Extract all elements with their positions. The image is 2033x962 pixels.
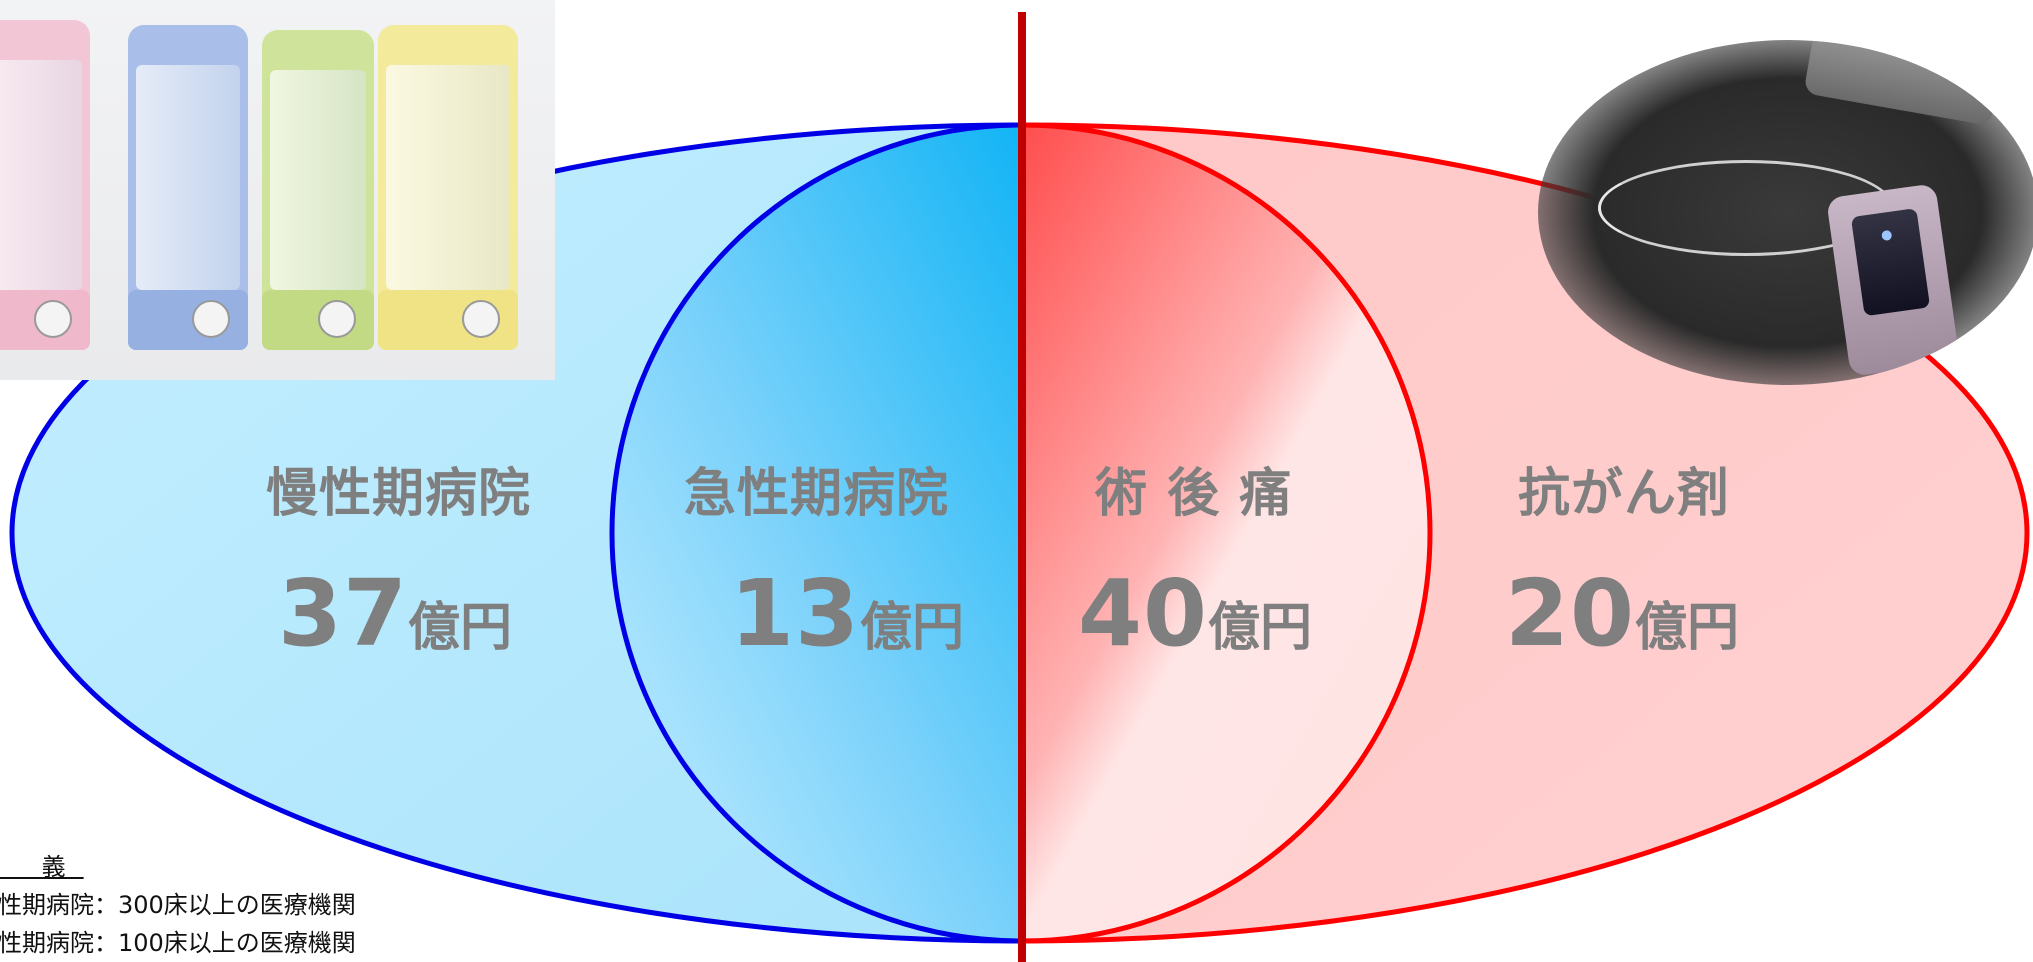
- postop-outline: [1021, 122, 1433, 944]
- postop-unit: 億円: [1208, 598, 1313, 658]
- acute-title: 急性期病院: [684, 464, 950, 524]
- postop-title: 術 後 痛: [1095, 464, 1293, 524]
- chronic-amount: 37: [278, 560, 409, 667]
- device-body-image: [1826, 183, 1960, 377]
- anticancer-value: 20億円: [1505, 568, 1739, 660]
- anticancer-amount: 20: [1505, 560, 1636, 667]
- portable-device-photo: [1538, 40, 2033, 385]
- postop-pain-region: [1022, 125, 1430, 941]
- drug-bag-image: [1803, 40, 2003, 126]
- postop-amount: 40: [1078, 560, 1209, 667]
- definition-title: 定 義: [0, 853, 84, 881]
- anticancer-unit: 億円: [1635, 598, 1740, 658]
- acute-amount: 13: [730, 560, 861, 667]
- chronic-value: 37億円: [278, 568, 512, 660]
- definition-line-acute: 急性期病院：300床以上の医療機関: [0, 891, 356, 919]
- postop-value: 40億円: [1078, 568, 1312, 660]
- blue-pump-image: [128, 25, 248, 350]
- acute-hospital-region: [612, 125, 1022, 941]
- anticancer-outline: [1021, 122, 2030, 944]
- acute-unit: 億円: [860, 598, 965, 658]
- acute-outline: [609, 122, 1023, 944]
- pink-pump-image: [0, 20, 90, 350]
- yellow-pump-image: [378, 25, 518, 350]
- definition-line-chronic: 慢性期病院：100床以上の医療機関: [0, 929, 356, 957]
- infusion-pump-photo: [0, 0, 555, 380]
- definition-note: 定 義 急性期病院：300床以上の医療機関 慢性期病院：100床以上の医療機関: [0, 848, 356, 962]
- acute-value: 13億円: [730, 568, 964, 660]
- chronic-title: 慢性期病院: [266, 464, 532, 524]
- chronic-unit: 億円: [408, 598, 513, 658]
- green-pump-image: [262, 30, 374, 350]
- anticancer-title: 抗がん剤: [1518, 464, 1731, 524]
